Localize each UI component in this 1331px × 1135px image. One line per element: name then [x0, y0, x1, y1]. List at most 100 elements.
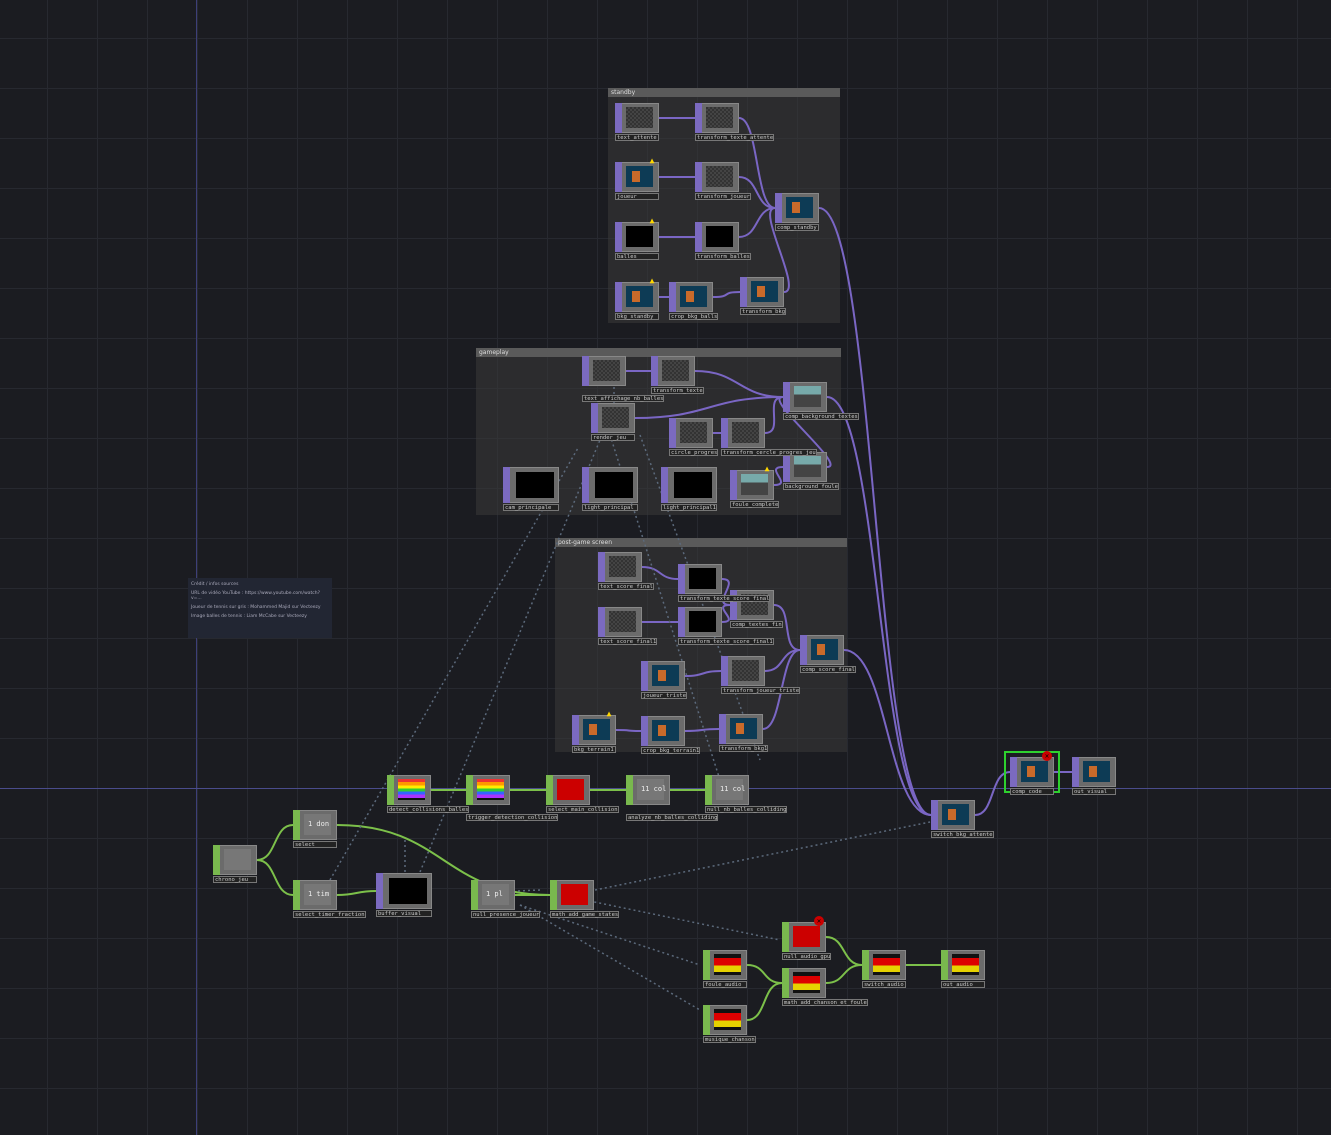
node-label[interactable]: trigger_detection_collision	[466, 814, 559, 821]
node-switch-bkg-attente[interactable]: switch_bkg_attente	[931, 800, 994, 838]
node-label[interactable]: select_timer_fraction	[293, 911, 366, 918]
node-label[interactable]: joueur_triste	[641, 692, 688, 699]
node-text-attente[interactable]: text_attente	[615, 103, 659, 141]
node-inputs-strip[interactable]	[678, 607, 685, 637]
node-label[interactable]: math_add_game_states	[550, 911, 620, 918]
node-inputs-strip[interactable]	[293, 880, 300, 910]
node-out-audio[interactable]: out_audio	[941, 950, 985, 988]
node-label[interactable]: null_audio_gpu	[782, 953, 832, 960]
node-label[interactable]: out_visual	[1072, 788, 1116, 795]
node-crop-bkg-balls[interactable]: crop_bkg_balls	[669, 282, 719, 320]
node-label[interactable]: buffer_visual	[376, 910, 432, 917]
node-label[interactable]: circle_progres	[669, 449, 719, 456]
node-joueur-triste[interactable]: joueur_triste	[641, 661, 688, 699]
node-inputs-strip[interactable]	[783, 382, 790, 412]
warning-icon[interactable]: ▲	[764, 464, 770, 473]
node-label[interactable]: text_score_final	[598, 583, 654, 590]
node-label[interactable]: crop_bkg_balls	[669, 313, 719, 320]
node-inputs-strip[interactable]	[775, 193, 782, 223]
annotation-note[interactable]: Crédit / infos sources URL de vidéo YouT…	[188, 578, 332, 638]
node-label[interactable]: light_principal1	[661, 504, 717, 511]
node-comp-code[interactable]: comp_code✕	[1004, 751, 1060, 795]
node-comp-background-textes[interactable]: comp_background_textes	[783, 382, 859, 420]
node-inputs-strip[interactable]	[376, 873, 383, 909]
node-label[interactable]: transform_bkg	[740, 308, 787, 315]
node-transform-bkg[interactable]: transform_bkg	[740, 277, 787, 315]
node-chrono-jeu[interactable]: chrono_jeu	[213, 845, 257, 883]
node-inputs-strip[interactable]	[582, 356, 589, 386]
node-label[interactable]: transform_balles	[695, 253, 751, 260]
node-label[interactable]: transform_texte	[651, 387, 704, 394]
node-detect-collisions-balles[interactable]: detect_collisions_balles	[387, 775, 470, 813]
node-transform-texte-score-final[interactable]: transform_texte_score_final	[678, 564, 771, 602]
node-inputs-strip[interactable]	[651, 356, 658, 386]
node-label[interactable]: math_add_chanson_et_foule	[782, 999, 868, 1006]
node-inputs-strip[interactable]	[615, 103, 622, 133]
node-inputs-strip[interactable]	[641, 661, 648, 691]
node-comp-standby[interactable]: comp_standby	[775, 193, 819, 231]
node-inputs-strip[interactable]	[695, 103, 702, 133]
warning-icon[interactable]: ▲	[649, 156, 655, 165]
node-label[interactable]: null_presence_joueur	[471, 911, 541, 918]
node-inputs-strip[interactable]	[591, 403, 598, 433]
node-inputs-strip[interactable]	[705, 775, 712, 805]
node-inputs-strip[interactable]	[783, 452, 790, 482]
node-inputs-strip[interactable]	[695, 222, 702, 252]
node-label[interactable]: background_foule	[783, 483, 839, 490]
node-label[interactable]: foule_complete	[730, 501, 780, 508]
node-inputs-strip[interactable]	[626, 775, 633, 805]
node-inputs-strip[interactable]	[641, 716, 648, 746]
node-bkg-standby[interactable]: bkg_standby▲	[615, 276, 659, 320]
node-label[interactable]: bkg_standby	[615, 313, 659, 320]
error-icon[interactable]: ✕	[1042, 751, 1052, 761]
node-null-audio-gpu[interactable]: null_audio_gpu ✕	[782, 916, 832, 960]
node-balles[interactable]: balles ▲	[615, 216, 659, 260]
node-transform-balles[interactable]: transform_balles	[695, 222, 751, 260]
node-trigger-detection-collision[interactable]: trigger_detection_collision	[466, 775, 559, 821]
node-inputs-strip[interactable]	[213, 845, 220, 875]
node-transform-texte[interactable]: transform_texte	[651, 356, 704, 394]
node-label[interactable]: balles	[615, 253, 659, 260]
node-background-foule[interactable]: background_foule	[783, 452, 839, 490]
node-label[interactable]: comp_background_textes	[783, 413, 859, 420]
node-inputs-strip[interactable]	[730, 590, 737, 620]
node-inputs-strip[interactable]	[782, 968, 789, 998]
node-inputs-strip[interactable]	[740, 277, 747, 307]
node-label[interactable]: joueur	[615, 193, 659, 200]
node-switch-audio[interactable]: switch_audio	[862, 950, 906, 988]
node-inputs-strip[interactable]	[471, 880, 478, 910]
node-label[interactable]: detect_collisions_balles	[387, 806, 470, 813]
node-musique-chanson[interactable]: musique_chanson	[703, 1005, 756, 1043]
node-label[interactable]: chrono_jeu	[213, 876, 257, 883]
node-label[interactable]: transform_joueur	[695, 193, 751, 200]
node-inputs-strip[interactable]	[598, 552, 605, 582]
node-select-main-collision[interactable]: select_main_collision	[546, 775, 619, 813]
node-label[interactable]: bkg_terrain1	[572, 746, 616, 753]
node-label[interactable]: text_attente	[615, 134, 659, 141]
node-inputs-strip[interactable]	[1072, 757, 1079, 787]
node-label[interactable]: switch_audio	[862, 981, 906, 988]
node-transform-texte-score-final1[interactable]: transform_texte_score_final1	[678, 607, 774, 645]
node-label[interactable]: light_principal	[582, 504, 638, 511]
error-icon[interactable]: ✕	[814, 916, 824, 926]
node-label[interactable]: transform_texte_attente	[695, 134, 775, 141]
node-label[interactable]: transform_cercle_progres_jeu	[721, 449, 817, 456]
node-label[interactable]: comp_standby	[775, 224, 819, 231]
node-label[interactable]: crop_bkg_terrain1	[641, 747, 701, 754]
node-inputs-strip[interactable]	[546, 775, 553, 805]
node-inputs-strip[interactable]	[782, 922, 789, 952]
node-inputs-strip[interactable]	[730, 470, 737, 500]
node-label[interactable]: transform_bkg1	[719, 745, 769, 752]
warning-icon[interactable]: ▲	[649, 216, 655, 225]
node-inputs-strip[interactable]	[387, 775, 394, 805]
node-label[interactable]: analyze_nb_balles_colliding	[626, 814, 719, 821]
node-transform-bkg1[interactable]: transform_bkg1	[719, 714, 769, 752]
node-buffer-visual[interactable]: buffer_visual	[376, 873, 432, 917]
node-label[interactable]: cam_principale	[503, 504, 559, 511]
node-label[interactable]: text_score_final1	[598, 638, 658, 645]
node-label[interactable]: out_audio	[941, 981, 985, 988]
node-transform-joueur-triste[interactable]: transform_joueur_triste	[721, 656, 801, 694]
